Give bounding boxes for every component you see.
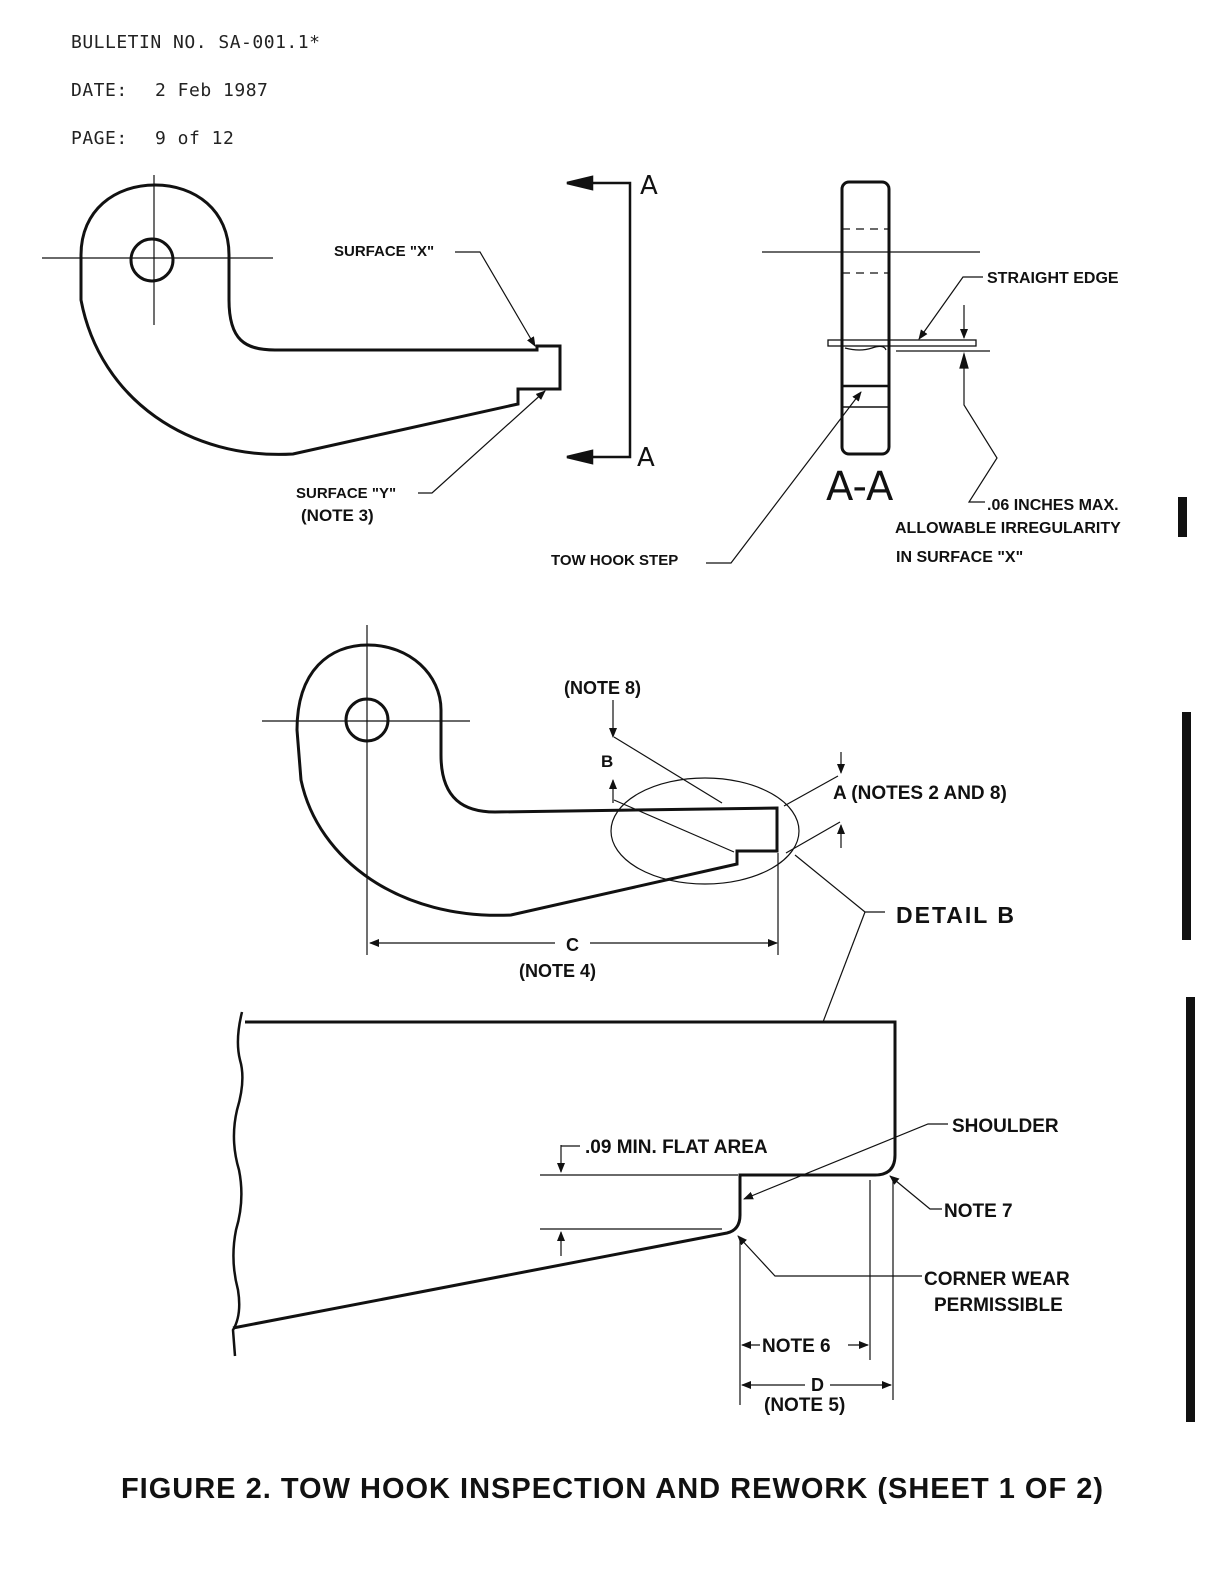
irregularity-dimension [959, 305, 998, 503]
surface-y-leader [418, 390, 546, 494]
corner-wear-line2: PERMISSIBLE [934, 1295, 1063, 1316]
middle-view-hook [295, 643, 779, 917]
page-value: 9 of 12 [155, 128, 235, 149]
figure-caption: FIGURE 2. TOW HOOK INSPECTION AND REWORK… [120, 1473, 1105, 1505]
note4-label: (NOTE 4) [519, 961, 596, 981]
note7-leader [889, 1175, 942, 1210]
straight-edge-leader [918, 276, 983, 340]
section-aa-view [840, 180, 891, 456]
straight-edge-bar [827, 339, 990, 352]
section-mark-top: A [640, 171, 658, 201]
surface-x-leader [455, 251, 536, 347]
corner-wear-leader [737, 1235, 922, 1277]
section-cut-line [566, 175, 632, 465]
detail-b-label: DETAIL B [896, 902, 1016, 928]
page-label: PAGE: [71, 128, 128, 149]
detail-b-outline [232, 1020, 897, 1330]
dim-b-lines [609, 700, 735, 853]
note6-label: NOTE 6 [762, 1336, 831, 1357]
detail-b-leaders [794, 854, 885, 1023]
section-aa-title: A-A [826, 464, 894, 510]
shoulder-leader [743, 1123, 948, 1200]
top-view-hook [79, 183, 562, 456]
irregularity-line1: .06 INCHES MAX. [987, 497, 1119, 514]
shoulder-label: SHOULDER [952, 1116, 1059, 1137]
detail-b-break-line [231, 1011, 244, 1357]
note7-label: NOTE 7 [944, 1201, 1013, 1222]
date-line: DATE: 2 Feb 1987 [71, 80, 268, 101]
note6-dimension [739, 1180, 894, 1405]
surface-y-label: SURFACE "Y" [296, 485, 396, 502]
dim-b-label: B [601, 752, 613, 771]
straight-edge-label: STRAIGHT EDGE [987, 270, 1119, 287]
dim-a-lines [783, 752, 845, 854]
bulletin-number: BULLETIN NO. SA-001.1* [71, 32, 321, 53]
note3-label: (NOTE 3) [301, 506, 374, 525]
irregularity-line2: ALLOWABLE IRREGULARITY [895, 520, 1121, 537]
flat-area-dimension [540, 1145, 738, 1256]
section-mark-bottom: A [637, 443, 655, 473]
note8-label: (NOTE 8) [564, 678, 641, 698]
dim-c-label: C [566, 935, 579, 955]
corner-wear-line1: CORNER WEAR [924, 1269, 1070, 1290]
tow-hook-step-leader [706, 391, 862, 564]
tow-hook-step-label: TOW HOOK STEP [551, 552, 678, 569]
irregularity-line3: IN SURFACE "X" [896, 549, 1023, 566]
dim-c-lines [369, 853, 779, 955]
revision-bars [1178, 497, 1195, 1422]
detail-b-circle [610, 777, 800, 885]
note5-label: (NOTE 5) [764, 1395, 845, 1416]
date-value: 2 Feb 1987 [155, 80, 269, 101]
date-label: DATE: [71, 80, 128, 101]
flat-area-label: .09 MIN. FLAT AREA [585, 1137, 768, 1158]
page-line: PAGE: 9 of 12 [71, 128, 234, 149]
top-view-centerlines [42, 175, 273, 325]
surface-x-label: SURFACE "X" [334, 243, 434, 260]
dim-d-label: D [811, 1375, 824, 1395]
dim-a-label: A (NOTES 2 AND 8) [833, 783, 1007, 804]
middle-view-centerlines [262, 625, 470, 955]
